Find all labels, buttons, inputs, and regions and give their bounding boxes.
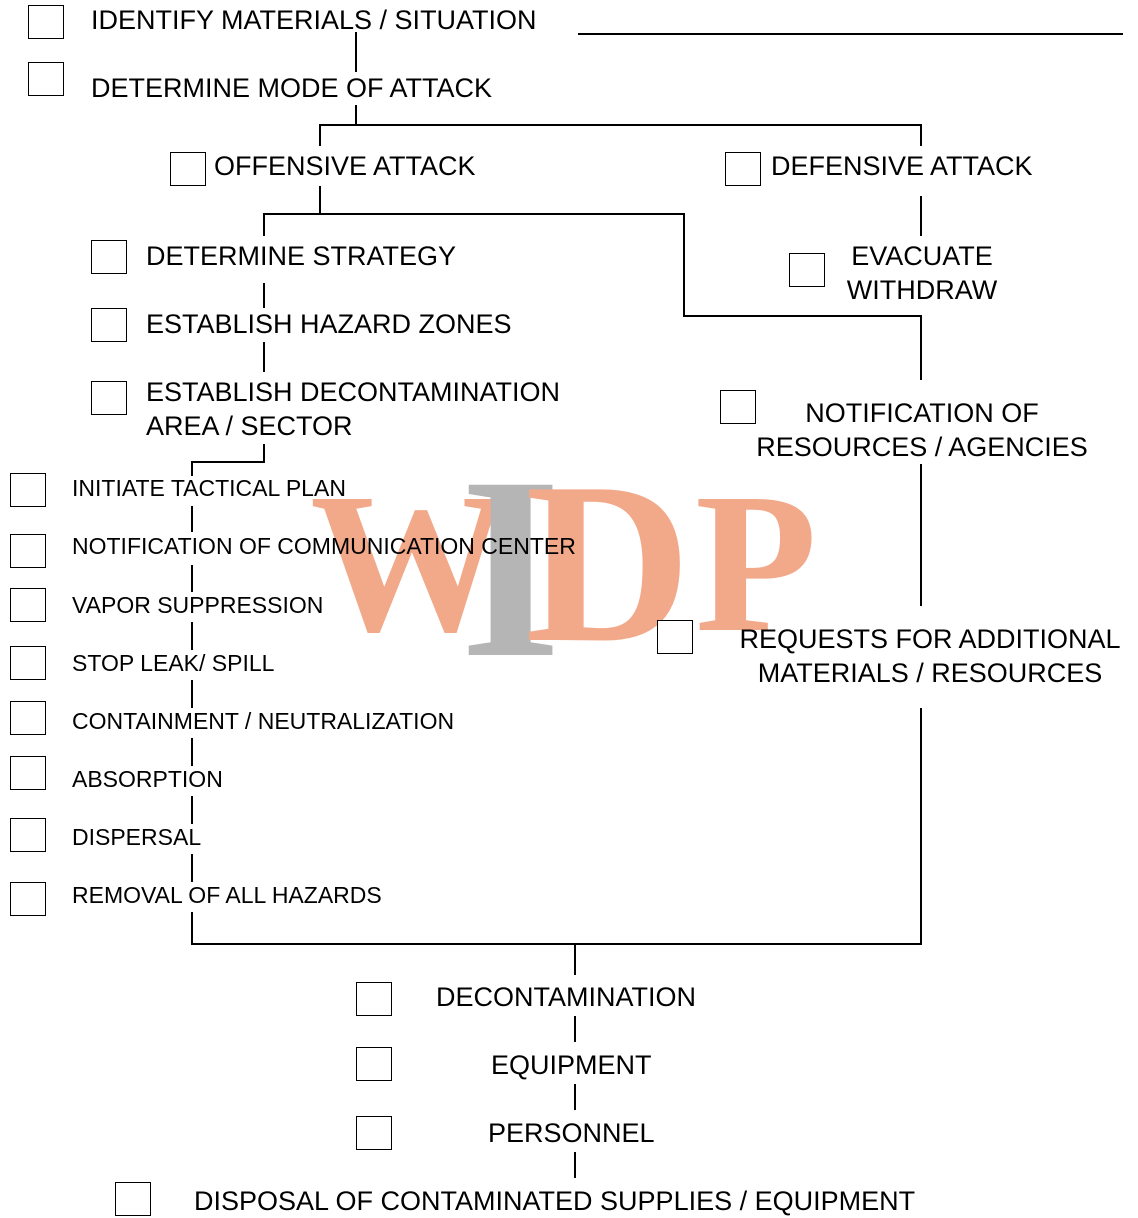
requests-checkbox[interactable] [657,620,693,654]
connector [191,444,265,476]
connector [263,213,922,380]
notification-resources-label-line2: RESOURCES / AGENCIES [756,432,1088,462]
tactical-item-label: INITIATE TACTICAL PLAN [72,475,346,501]
tactical-item-label: VAPOR SUPPRESSION [72,592,324,618]
equipment-checkbox[interactable] [356,1047,392,1081]
connector [191,708,922,945]
tactical-item-label: ABSORPTION [72,766,223,792]
requests-label-line1: REQUESTS FOR ADDITIONAL [739,624,1121,654]
tactical-item-label: DISPERSAL [72,824,202,850]
evacuate-label-line2: WITHDRAW [846,275,998,305]
tactical-item-checkbox[interactable] [10,818,46,852]
identify-materials-checkbox[interactable] [28,5,64,39]
hazard-zones-checkbox[interactable] [91,308,127,342]
hazard-zones-label: ESTABLISH HAZARD ZONES [146,309,512,339]
mode-of-attack-checkbox[interactable] [28,62,64,96]
offensive-attack-checkbox[interactable] [170,152,206,186]
tactical-item-label: NOTIFICATION OF COMMUNICATION CENTER [72,533,576,559]
decon-area-checkbox[interactable] [91,381,127,415]
offensive-attack-label: OFFENSIVE ATTACK [214,151,476,181]
tactical-item-label: CONTAINMENT / NEUTRALIZATION [72,708,455,734]
identify-materials-label: IDENTIFY MATERIALS / SITUATION [91,5,537,35]
tactical-item-checkbox[interactable] [10,588,46,622]
equipment-label: EQUIPMENT [491,1050,652,1080]
determine-strategy-label: DETERMINE STRATEGY [146,241,457,271]
decon-area-label-line2: AREA / SECTOR [146,411,353,441]
evacuate-checkbox[interactable] [789,253,825,287]
notification-resources-label-line1: NOTIFICATION OF [805,398,1039,428]
tactical-item-checkbox[interactable] [10,882,46,916]
tactical-item-label: STOP LEAK/ SPILL [72,650,275,676]
tactical-item-checkbox[interactable] [10,756,46,790]
tactical-item-checkbox[interactable] [10,473,46,507]
determine-strategy-checkbox[interactable] [91,240,127,274]
tactical-item-checkbox[interactable] [10,701,46,735]
disposal-checkbox[interactable] [115,1182,151,1216]
tactical-item-checkbox[interactable] [10,646,46,680]
connector [319,124,922,146]
defensive-attack-label: DEFENSIVE ATTACK [771,151,1033,181]
disposal-label: DISPOSAL OF CONTAMINATED SUPPLIES / EQUI… [194,1186,916,1216]
evacuate-label-line1: EVACUATE [851,241,993,271]
decontamination-label: DECONTAMINATION [436,982,696,1012]
identify-materials-answer-line[interactable] [578,33,1123,35]
decon-area-label-line1: ESTABLISH DECONTAMINATION [146,377,561,407]
notification-resources-checkbox[interactable] [720,390,756,424]
tactical-item-label: REMOVAL OF ALL HAZARDS [72,882,382,908]
decontamination-checkbox[interactable] [356,982,392,1016]
mode-of-attack-label: DETERMINE MODE OF ATTACK [91,73,493,103]
defensive-attack-checkbox[interactable] [725,152,761,186]
tactical-item-checkbox[interactable] [10,534,46,568]
requests-label-line2: MATERIALS / RESOURCES [757,658,1103,688]
personnel-label: PERSONNEL [488,1118,655,1148]
personnel-checkbox[interactable] [356,1116,392,1150]
